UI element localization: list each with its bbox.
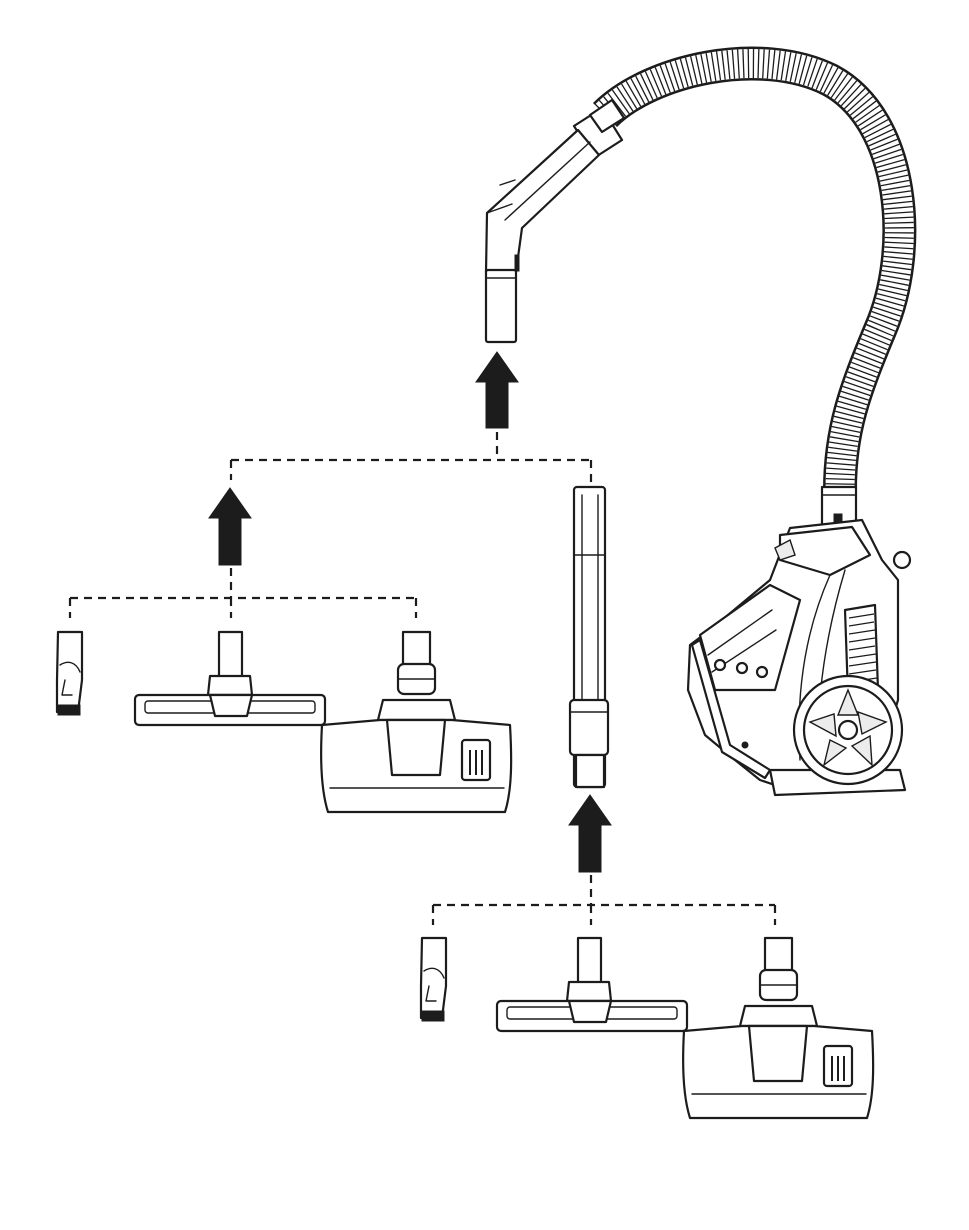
combination-floor-nozzle-icon <box>319 630 513 814</box>
hose-with-handle <box>484 46 917 491</box>
vacuum-cleaner-body <box>686 485 912 797</box>
connector-lines <box>68 432 777 925</box>
extension-tube <box>568 485 610 789</box>
up-arrow-icon <box>208 487 252 566</box>
combination-floor-nozzle-icon <box>681 936 875 1120</box>
hard-floor-nozzle-icon <box>495 936 689 1033</box>
wheel <box>792 674 904 786</box>
crevice-tool-icon <box>419 936 448 1022</box>
hard-floor-nozzle-icon <box>133 630 327 727</box>
up-arrow-icon <box>475 351 519 429</box>
crevice-tool-icon <box>55 630 84 716</box>
up-arrow-icon <box>568 794 612 873</box>
